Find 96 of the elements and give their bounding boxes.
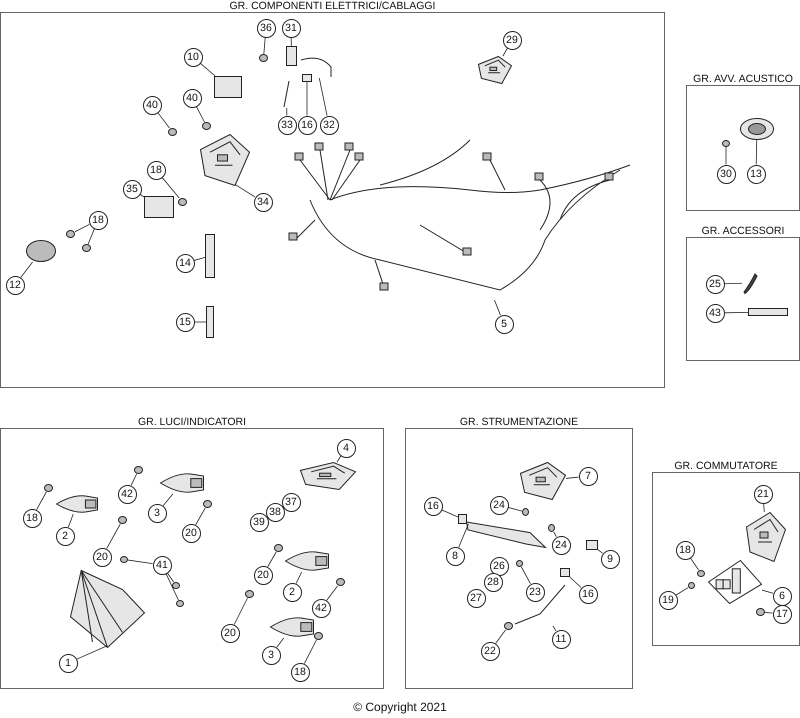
leader-line (458, 524, 469, 548)
group-heading: GR. COMPONENTI ELETTRICI/CABLAGGI (230, 0, 436, 13)
leader-line (234, 184, 256, 198)
leader-line (569, 576, 582, 588)
screw-drawing (548, 524, 555, 532)
instrument-bracket-drawing (466, 520, 546, 548)
indicator-drawing (160, 472, 204, 494)
group-heading: GR. LUCI/INDICATORI (138, 416, 246, 429)
leader-line (74, 224, 90, 232)
screw-drawing (172, 582, 180, 589)
leader-line (764, 612, 773, 614)
indicator-drawing (56, 494, 98, 514)
rod-drawing (748, 308, 788, 316)
clip-drawing (302, 74, 312, 82)
ignition-coil-drawing (200, 134, 250, 186)
leader-line (196, 106, 205, 122)
instrument-cluster-drawing (520, 462, 566, 500)
group-heading: GR. COMMUTATORE (674, 460, 778, 473)
leader-line (494, 300, 501, 316)
leader-line (763, 503, 765, 512)
leader-line (20, 262, 33, 278)
screw-drawing (722, 140, 730, 147)
leader-line (598, 549, 603, 554)
leader-line (76, 645, 108, 660)
leader-line (676, 587, 688, 596)
leader-line (762, 590, 774, 594)
leader-line (140, 194, 144, 198)
leader-line (128, 560, 153, 564)
clip-drawing (560, 568, 570, 577)
leader-line (162, 494, 174, 506)
leader-line (724, 282, 742, 284)
spark-plug-drawing (206, 306, 214, 338)
screw-drawing (120, 556, 128, 563)
bracket-drawing (478, 56, 512, 84)
rear-light-drawing (300, 462, 356, 490)
leader-line (200, 62, 216, 76)
leader-line (267, 552, 277, 568)
leader-line (495, 630, 506, 644)
leader-line (508, 507, 522, 512)
leader-line (286, 108, 288, 116)
group-heading: GR. STRUMENTAZIONE (460, 416, 578, 429)
leader-line (157, 112, 170, 128)
hose-drawing (300, 56, 334, 78)
screw-drawing (176, 600, 184, 607)
clip-drawing (458, 514, 467, 524)
leader-line (326, 586, 338, 601)
leader-line (162, 176, 180, 198)
leader-line (724, 312, 748, 314)
leader-line (566, 476, 579, 479)
speed-sensor-cable-drawing (514, 584, 566, 626)
leader-line (304, 640, 317, 664)
leader-line (36, 492, 47, 510)
starter-relay-drawing (26, 240, 56, 262)
leader-line (756, 140, 758, 165)
leader-line (88, 228, 95, 244)
leader-line (306, 82, 308, 116)
leader-line (336, 456, 342, 462)
leader-line (263, 37, 266, 54)
leader-line (552, 626, 556, 632)
group-heading: GR. AVV. ACUSTICO (693, 73, 793, 86)
screw-drawing (688, 582, 695, 589)
ignition-switch-drawing (708, 560, 762, 604)
leader-line (234, 598, 248, 625)
leader-line (441, 509, 458, 518)
leader-line (521, 566, 531, 584)
leader-line (318, 78, 328, 116)
group-heading: GR. ACCESSORI (702, 225, 784, 238)
headlight-drawing (70, 570, 145, 648)
copyright-note: © Copyright 2021 (353, 700, 447, 714)
leader-line (290, 37, 292, 46)
leader-line (166, 572, 174, 582)
indicator-drawing (270, 616, 314, 638)
leader-line (690, 557, 700, 570)
ignition-switch-cover-drawing (746, 512, 786, 562)
spark-plug-cap-drawing (205, 234, 215, 278)
cable-tie-drawing (742, 272, 758, 294)
screw-drawing (522, 508, 529, 516)
relay-drawing (214, 76, 242, 98)
leader-line (194, 257, 206, 261)
indicator-drawing (285, 550, 329, 572)
leader-line (296, 572, 302, 584)
leader-line (106, 524, 121, 550)
relay-drawing (144, 196, 174, 218)
leader-line (195, 508, 206, 526)
screw-drawing (697, 570, 705, 577)
hose-drawing (282, 80, 291, 108)
leader-line (553, 532, 557, 538)
horn-drawing (740, 118, 774, 140)
nut-drawing (516, 560, 523, 567)
leader-line (68, 514, 74, 528)
leader-line (130, 474, 137, 486)
fuel-pump-drawing (286, 46, 297, 66)
connector-drawing (586, 540, 598, 550)
leader-line (276, 638, 284, 648)
leader-line (502, 48, 508, 56)
leader-line (166, 573, 179, 600)
